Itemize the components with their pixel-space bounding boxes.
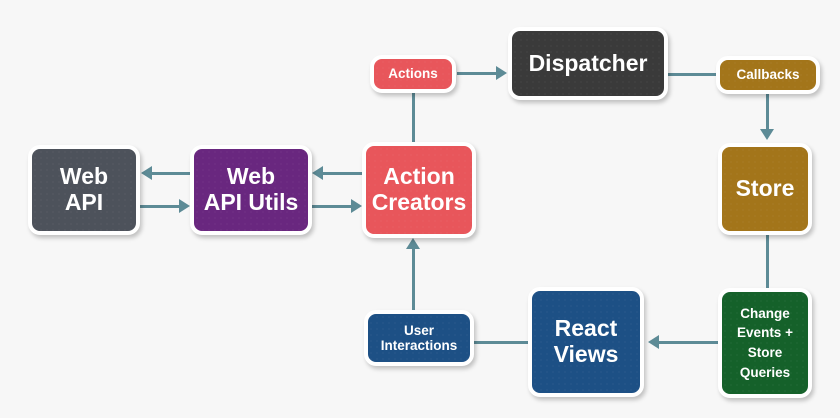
node-user-interactions-line2: Interactions — [380, 338, 458, 353]
node-actions[interactable]: Actions — [370, 55, 456, 93]
edge-web-api-utils-to-web-api — [152, 172, 192, 175]
node-web-api-utils-line2: API Utils — [203, 189, 299, 215]
node-web-api-utils-line1: Web — [226, 163, 276, 190]
edge-web-api-utils-to-action-creators — [311, 205, 352, 208]
edge-user-interactions-to-action-creators — [412, 248, 415, 311]
edge-dispatcher-to-callbacks — [668, 73, 718, 76]
node-react-views-line2: Views — [553, 341, 619, 367]
arrowhead-left-icon — [312, 166, 323, 180]
node-change-events-line3: Store — [747, 345, 783, 360]
node-action-creators-line1: Action — [383, 163, 455, 190]
edge-store-to-change-events — [766, 234, 769, 289]
node-change-events-line1: Change — [740, 305, 790, 321]
arrowhead-right-icon — [351, 199, 362, 213]
node-web-api-line2: API — [64, 189, 104, 215]
node-web-api-line1: Web — [59, 163, 109, 190]
node-dispatcher-label: Dispatcher — [528, 49, 648, 76]
node-change-events-line4: Queries — [739, 364, 791, 380]
node-user-interactions-line1: User — [403, 322, 435, 338]
node-action-creators-line2: Creators — [371, 189, 467, 215]
arrowhead-down-icon — [760, 129, 774, 140]
edge-change-events-to-react-views — [659, 341, 719, 344]
node-change-events-line2: Events + — [737, 325, 793, 341]
node-callbacks[interactable]: Callbacks — [716, 56, 820, 94]
arrowhead-up-icon — [406, 238, 420, 249]
node-store[interactable]: Store — [718, 143, 812, 235]
arrowhead-right-icon — [496, 66, 507, 80]
node-react-views-line1: React — [554, 315, 618, 342]
edge-actions-to-dispatcher — [457, 72, 497, 75]
arrowhead-left-icon — [648, 335, 659, 349]
node-callbacks-label: Callbacks — [736, 67, 800, 83]
edge-action-creators-to-web-api-utils — [323, 172, 365, 175]
edge-web-api-to-web-api-utils — [140, 205, 180, 208]
arrowhead-left-icon — [141, 166, 152, 180]
node-actions-label: Actions — [388, 66, 438, 82]
edge-react-views-to-user-interactions — [474, 341, 530, 344]
edge-callbacks-to-store — [766, 93, 769, 130]
node-store-label: Store — [735, 175, 795, 202]
node-dispatcher[interactable]: Dispatcher — [508, 27, 668, 100]
edge-actions-to-action-creators — [412, 92, 415, 145]
arrowhead-right-icon — [179, 199, 190, 213]
